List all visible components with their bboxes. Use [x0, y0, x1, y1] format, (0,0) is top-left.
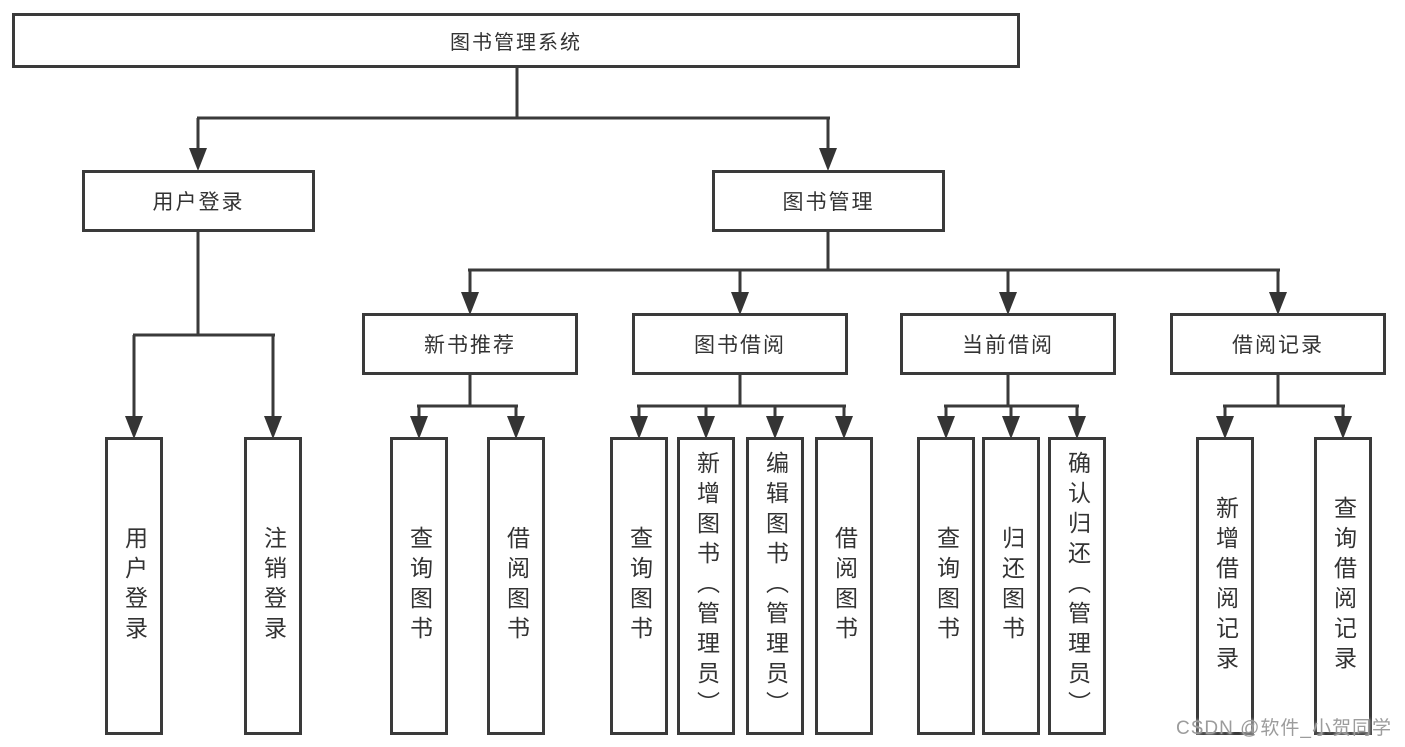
- arrowhead: [1002, 416, 1020, 439]
- arrowhead: [630, 416, 648, 439]
- leaf-nb-query-book-label: 查询图书: [406, 526, 433, 646]
- node-new-book-rec: 新书推荐: [362, 313, 578, 375]
- leaf-br-query-record-label: 查询借阅记录: [1330, 496, 1357, 676]
- arrowhead: [819, 148, 837, 171]
- connector-borrow-records-to-leaves: [1223, 375, 1345, 420]
- leaf-bb-add-book-label: 新增图书（管理员）: [693, 451, 720, 721]
- leaf-bb-edit-book-label: 编辑图书（管理员）: [762, 451, 789, 721]
- arrowhead: [766, 416, 784, 439]
- leaf-bb-borrow-book: 借阅图书: [815, 437, 873, 735]
- arrowhead: [731, 292, 749, 315]
- connector-new-book-rec-to-leaves: [417, 375, 518, 420]
- leaf-logout: 注销登录: [244, 437, 302, 735]
- arrowhead: [937, 416, 955, 439]
- leaf-bb-add-book: 新增图书（管理员）: [677, 437, 735, 735]
- connector-book-borrow-to-leaves: [637, 375, 846, 420]
- csdn-watermark: CSDN @软件_小贺同学: [1176, 718, 1392, 739]
- leaf-br-add-record-label: 新增借阅记录: [1212, 496, 1239, 676]
- connector-user-login-to-leaves: [132, 232, 275, 418]
- node-book-borrow: 图书借阅: [632, 313, 848, 375]
- arrowhead: [1068, 416, 1086, 439]
- node-book-mgmt: 图书管理: [712, 170, 945, 232]
- arrowhead: [189, 148, 207, 171]
- leaf-cb-query-book-label: 查询图书: [933, 526, 960, 646]
- leaf-bb-borrow-book-label: 借阅图书: [831, 526, 858, 646]
- leaf-user-login: 用户登录: [105, 437, 163, 735]
- leaf-br-query-record: 查询借阅记录: [1314, 437, 1372, 735]
- arrowhead: [1269, 292, 1287, 315]
- connector-book-mgmt-to-level3: [468, 232, 1280, 296]
- arrowhead: [410, 416, 428, 439]
- arrowhead: [999, 292, 1017, 315]
- arrowhead: [264, 416, 282, 439]
- arrowhead: [1216, 416, 1234, 439]
- leaf-cb-query-book: 查询图书: [917, 437, 975, 735]
- leaf-cb-return-book-label: 归还图书: [998, 526, 1025, 646]
- node-current-borrow: 当前借阅: [900, 313, 1116, 375]
- leaf-nb-query-book: 查询图书: [390, 437, 448, 735]
- leaf-cb-confirm-return: 确认归还（管理员）: [1048, 437, 1106, 735]
- arrowhead: [125, 416, 143, 439]
- leaf-user-login-label: 用户登录: [121, 526, 148, 646]
- leaf-bb-edit-book: 编辑图书（管理员）: [746, 437, 804, 735]
- arrowhead: [1334, 416, 1352, 439]
- connector-root-to-level2: [196, 68, 830, 150]
- leaf-cb-confirm-return-label: 确认归还（管理员）: [1064, 451, 1091, 721]
- node-root: 图书管理系统: [12, 13, 1020, 68]
- leaf-bb-query-book-label: 查询图书: [626, 526, 653, 646]
- arrowhead: [461, 292, 479, 315]
- leaf-bb-query-book: 查询图书: [610, 437, 668, 735]
- arrowhead: [697, 416, 715, 439]
- leaf-nb-borrow-book: 借阅图书: [487, 437, 545, 735]
- leaf-br-add-record: 新增借阅记录: [1196, 437, 1254, 735]
- arrowhead: [835, 416, 853, 439]
- arrowhead: [507, 416, 525, 439]
- node-user-login: 用户登录: [82, 170, 315, 232]
- leaf-nb-borrow-book-label: 借阅图书: [503, 526, 530, 646]
- leaf-cb-return-book: 归还图书: [982, 437, 1040, 735]
- connector-current-borrow-to-leaves: [944, 375, 1079, 420]
- node-borrow-records: 借阅记录: [1170, 313, 1386, 375]
- leaf-logout-label: 注销登录: [260, 526, 287, 646]
